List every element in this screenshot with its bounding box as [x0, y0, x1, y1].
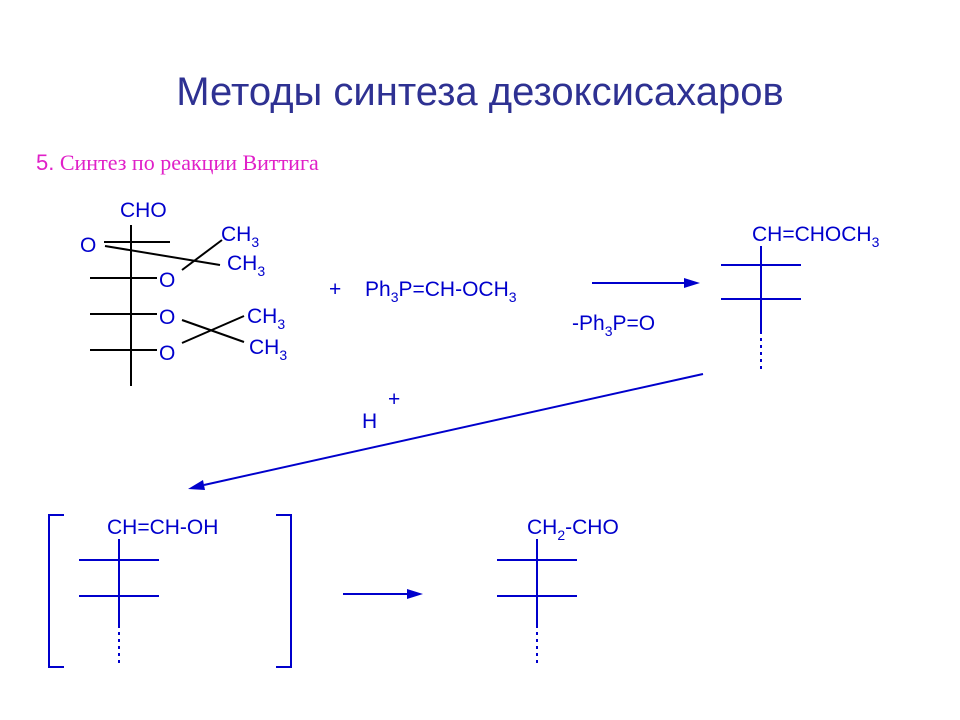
wittig-reagent: + Ph3P=CH-OCH3 [329, 278, 517, 305]
acetonide-bond-3 [181, 319, 245, 343]
methyl-label-4: CH3 [249, 336, 287, 363]
methyl-label-2: CH3 [227, 252, 265, 279]
aldehyde-label: CHO [120, 199, 167, 222]
bracket-right [276, 514, 292, 668]
plus-sign: + [329, 278, 341, 301]
oxygen-label-1: O [80, 234, 96, 257]
acetonide-bond-2 [181, 239, 223, 271]
enol-formula: CH=CH-OH [107, 516, 218, 539]
deoxy-product: CH2-CHO [497, 516, 619, 664]
methyl-label-1: CH3 [221, 223, 259, 250]
reaction-arrow-1 [592, 278, 700, 288]
enol-ether-formula: CH=CHOCH3 [752, 223, 880, 250]
section-text: Синтез по реакции Виттига [59, 150, 319, 175]
enol-ether-sugar: CH=CHOCH3 [721, 223, 880, 370]
oxygen-label-3: O [159, 306, 175, 329]
acid-catalyst: H [362, 410, 377, 433]
hydrolysis-arrow [188, 373, 704, 490]
byproduct-formula: -Ph3P=O [572, 312, 655, 339]
oxygen-label-4: O [159, 342, 175, 365]
enol-intermediate: CH=CH-OH [48, 514, 292, 668]
acetonide-bond-1 [104, 245, 221, 266]
product-formula: CH2-CHO [527, 516, 619, 543]
acid-charge: + [388, 388, 400, 411]
starting-sugar: CHO O O O O CH3 CH3 CH3 CH3 [80, 199, 287, 386]
acetonide-bond-4 [181, 315, 245, 344]
section-number: 5. [36, 150, 55, 175]
oxygen-label-2: O [159, 269, 175, 292]
methyl-label-3: CH3 [247, 305, 285, 332]
section-subtitle: 5. Синтез по реакции Виттига [36, 150, 319, 176]
page-title: Методы синтеза дезоксисахаров [176, 70, 784, 114]
bracket-left [48, 514, 64, 668]
ylide-formula: Ph3P=CH-OCH3 [365, 278, 517, 305]
tautomer-arrow [343, 589, 423, 599]
